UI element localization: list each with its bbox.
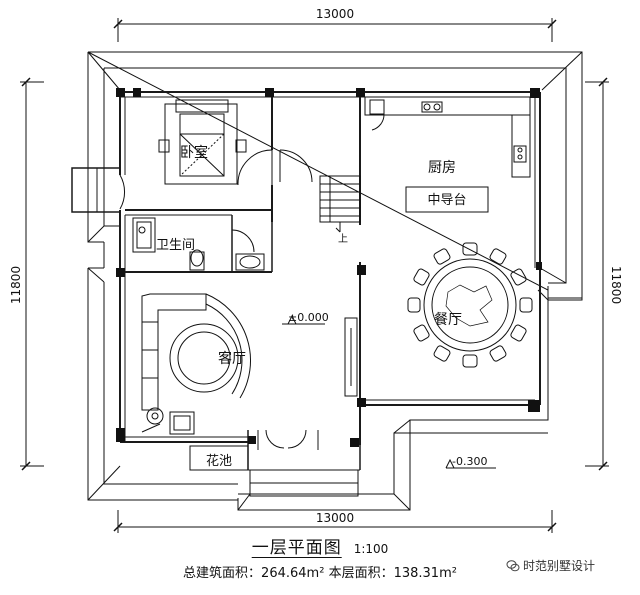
area-summary: 总建筑面积：264.64m² 本层面积：138.31m² — [0, 562, 640, 581]
dining-chair — [413, 324, 430, 342]
dimension-right: 11800 — [585, 77, 623, 471]
staircase — [319, 175, 361, 233]
outdoor-level-marker: -0.300 — [445, 455, 496, 469]
drawing-scale: 1:100 — [353, 542, 389, 556]
total-area-label: 总建筑面积： — [183, 566, 262, 581]
walls — [71, 91, 541, 471]
room-label-dining: 餐厅 — [434, 312, 462, 328]
watermark: 时范别墅设计 — [506, 557, 595, 574]
hall-door — [279, 149, 313, 183]
tv-cabinet — [344, 317, 358, 397]
floor-area-label: 本层面积： — [328, 566, 394, 581]
dining-chair — [462, 242, 478, 256]
dining-chair — [510, 268, 527, 286]
room-label-kitchen: 厨房 — [428, 160, 456, 176]
dining-chair — [462, 354, 478, 368]
drawing-title-row: 一层平面图 1:100 — [0, 533, 640, 559]
drawing-title: 一层平面图 — [251, 538, 342, 558]
entry-steps — [249, 469, 359, 497]
stair-up-label: 上 — [338, 233, 348, 245]
columns — [116, 88, 542, 447]
floor-area-value: 138.31m² — [393, 566, 457, 581]
living-sofa — [141, 293, 251, 435]
dining-chair — [433, 248, 451, 265]
entry-doors — [265, 429, 307, 449]
room-label-bedroom: 卧室 — [180, 144, 208, 161]
room-label-living: 客厅 — [218, 350, 246, 367]
dining-chair — [413, 268, 430, 286]
dining-chair — [489, 248, 507, 265]
dining-chair — [489, 345, 507, 362]
dining-chair — [519, 297, 533, 313]
planter-label: 花池 — [206, 453, 232, 469]
dimension-left: 11800 — [9, 77, 44, 471]
kitchen-counters — [364, 96, 531, 178]
floor-level-label: ±0.000 — [288, 311, 329, 324]
dining-chair — [433, 345, 451, 362]
bedroom-door — [237, 149, 273, 186]
island-label: 中导台 — [427, 193, 466, 208]
watermark-text: 时范别墅设计 — [523, 559, 596, 573]
kitchen-island: 中导台 — [405, 186, 489, 213]
room-label-bathroom: 卫生间 — [156, 238, 195, 253]
dimension-bottom: 13000 — [113, 510, 557, 533]
dimension-top: 13000 — [113, 7, 557, 42]
dining-chair — [510, 324, 527, 342]
bathroom-fixtures — [132, 217, 265, 271]
bed — [158, 99, 247, 185]
floor-level-marker: ±0.000 — [282, 311, 329, 325]
total-area-value: 264.64m² — [261, 566, 325, 581]
bay-door — [119, 174, 126, 210]
outdoor-level-label: -0.300 — [452, 455, 487, 468]
dimension-right-label: 11800 — [609, 266, 623, 304]
dimension-left-label: 11800 — [9, 266, 23, 304]
dimension-top-label: 13000 — [316, 7, 354, 21]
dining-chair — [407, 297, 421, 313]
roof-outline — [87, 51, 583, 511]
dimension-bottom-label: 13000 — [316, 511, 354, 525]
wechat-icon — [506, 560, 520, 572]
dining-table — [407, 242, 533, 368]
planter: 花池 — [189, 445, 249, 471]
